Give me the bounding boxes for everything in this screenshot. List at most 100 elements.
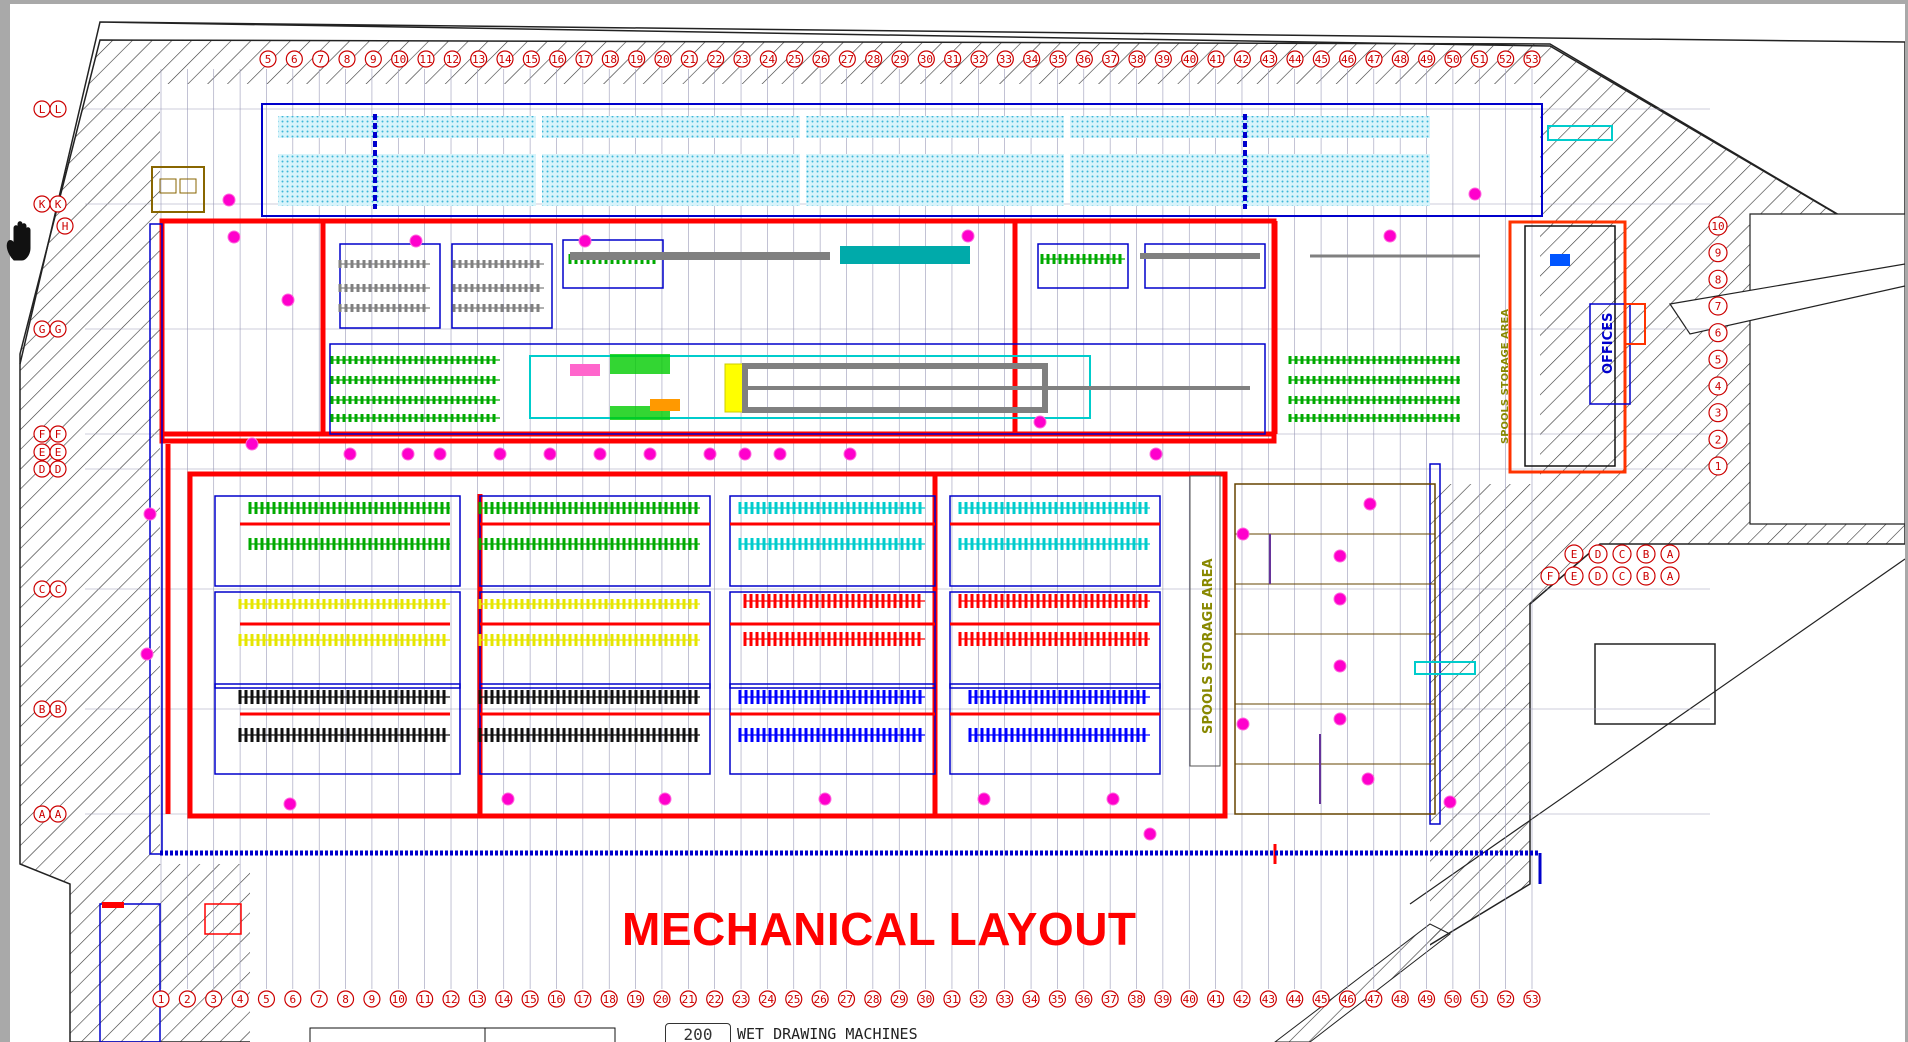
- svg-text:1: 1: [158, 993, 165, 1006]
- svg-text:46: 46: [1341, 53, 1354, 66]
- column-bottom-bubble-16: 16: [547, 990, 566, 1008]
- svg-text:51: 51: [1473, 53, 1486, 66]
- svg-text:5: 5: [263, 993, 270, 1006]
- svg-text:5: 5: [1715, 353, 1722, 366]
- svg-text:28: 28: [866, 993, 879, 1006]
- column-top-bubble-41: 41: [1207, 50, 1225, 68]
- svg-text:50: 50: [1446, 53, 1459, 66]
- svg-text:F: F: [55, 428, 62, 441]
- svg-text:6: 6: [290, 993, 297, 1006]
- svg-text:18: 18: [603, 993, 616, 1006]
- svg-text:2: 2: [184, 993, 191, 1006]
- svg-text:E: E: [1571, 570, 1578, 583]
- row-right-bubble-8: 8: [1708, 269, 1728, 289]
- column-top-bubble-13: 13: [470, 50, 488, 68]
- drawing-sheet[interactable]: OFFICES SPOOLS STORAGE AREA SPOOLS STORA…: [10, 4, 1905, 1042]
- column-bottom-bubble-6: 6: [284, 990, 302, 1008]
- svg-text:10: 10: [392, 993, 405, 1006]
- svg-text:38: 38: [1130, 53, 1143, 66]
- svg-text:15: 15: [525, 53, 538, 66]
- svg-text:B: B: [55, 703, 62, 716]
- svg-text:16: 16: [551, 53, 564, 66]
- svg-text:32: 32: [972, 993, 985, 1006]
- mechanical-layout-drawing[interactable]: OFFICES SPOOLS STORAGE AREA SPOOLS STORA…: [10, 4, 1905, 1042]
- svg-text:9: 9: [370, 53, 377, 66]
- svg-text:52: 52: [1499, 993, 1512, 1006]
- service-point-marker: [1443, 795, 1457, 809]
- column-bottom-bubble-44: 44: [1286, 990, 1304, 1008]
- column-top-bubble-38: 38: [1128, 50, 1146, 68]
- service-point-marker: [493, 447, 507, 461]
- svg-text:36: 36: [1077, 993, 1090, 1006]
- column-top-bubble-10: 10: [391, 50, 409, 68]
- service-point-marker: [643, 447, 657, 461]
- svg-text:38: 38: [1130, 993, 1143, 1006]
- svg-text:40: 40: [1183, 53, 1196, 66]
- svg-text:45: 45: [1314, 993, 1327, 1006]
- svg-text:27: 27: [841, 53, 854, 66]
- column-top-bubble-27: 27: [838, 50, 856, 68]
- svg-text:7: 7: [316, 993, 323, 1006]
- svg-text:C: C: [1619, 570, 1626, 583]
- svg-text:26: 26: [814, 993, 827, 1006]
- column-top-bubble-31: 31: [944, 50, 962, 68]
- svg-text:50: 50: [1446, 993, 1459, 1006]
- svg-text:D: D: [1595, 548, 1602, 561]
- spools-storage-area: SPOOLS STORAGE AREA SPOOLS STORAGE AREA: [1189, 309, 1511, 864]
- column-bottom-bubble-33: 33: [996, 990, 1014, 1008]
- column-top-bubble-15: 15: [522, 50, 540, 68]
- column-bottom-bubble-29: 29: [890, 990, 908, 1008]
- svg-text:30: 30: [920, 53, 933, 66]
- column-top-bubble-42: 42: [1233, 50, 1251, 68]
- svg-text:17: 17: [577, 53, 590, 66]
- column-bottom-bubble-41: 41: [1207, 990, 1225, 1008]
- column-top-bubble-7: 7: [312, 50, 330, 68]
- column-bottom-bubble-3: 3: [205, 990, 223, 1008]
- service-point-marker: [1033, 415, 1047, 429]
- service-point-marker: [1236, 717, 1250, 731]
- column-bottom-bubble-8: 8: [336, 990, 355, 1008]
- svg-text:K: K: [39, 198, 46, 211]
- service-point-marker: [283, 797, 297, 811]
- service-point-marker: [1363, 497, 1377, 511]
- column-top-bubble-50: 50: [1444, 50, 1462, 68]
- bottom-fence: [160, 850, 1542, 884]
- column-bottom-bubble-4: 4: [231, 990, 249, 1008]
- svg-text:13: 13: [471, 993, 484, 1006]
- service-point-marker: [961, 229, 975, 243]
- service-point-marker: [703, 447, 717, 461]
- column-bottom-bubble-40: 40: [1180, 990, 1198, 1008]
- svg-text:H: H: [62, 220, 69, 233]
- offices-block: OFFICES: [1508, 220, 1646, 474]
- left-annex: [99, 166, 616, 1042]
- svg-text:46: 46: [1341, 993, 1354, 1006]
- service-point-marker: [658, 792, 672, 806]
- service-point-marker: [281, 293, 295, 307]
- column-bottom-bubble-7: 7: [310, 990, 328, 1008]
- annex-bubble-A: A: [1660, 566, 1680, 586]
- column-top-bubble-12: 12: [443, 50, 461, 68]
- svg-text:30: 30: [919, 993, 932, 1006]
- svg-text:8: 8: [344, 53, 351, 66]
- svg-text:9: 9: [369, 993, 376, 1006]
- service-point-marker: [738, 447, 752, 461]
- column-bottom-bubble-37: 37: [1101, 990, 1119, 1008]
- svg-text:39: 39: [1156, 993, 1169, 1006]
- service-point-marker: [1143, 827, 1157, 841]
- annex-bubble-B: B: [1636, 566, 1656, 586]
- column-top-bubble-8: 8: [338, 50, 356, 68]
- svg-text:4: 4: [237, 993, 244, 1006]
- service-point-marker: [227, 230, 241, 244]
- svg-text:13: 13: [472, 53, 485, 66]
- service-point-marker: [543, 447, 557, 461]
- svg-text:42: 42: [1236, 53, 1249, 66]
- column-bottom-bubble-21: 21: [679, 990, 697, 1008]
- svg-text:B: B: [39, 703, 46, 716]
- svg-text:48: 48: [1394, 53, 1407, 66]
- svg-text:26: 26: [814, 53, 827, 66]
- svg-text:L: L: [55, 103, 62, 116]
- legend-label: WET DRAWING MACHINES: [737, 1025, 918, 1042]
